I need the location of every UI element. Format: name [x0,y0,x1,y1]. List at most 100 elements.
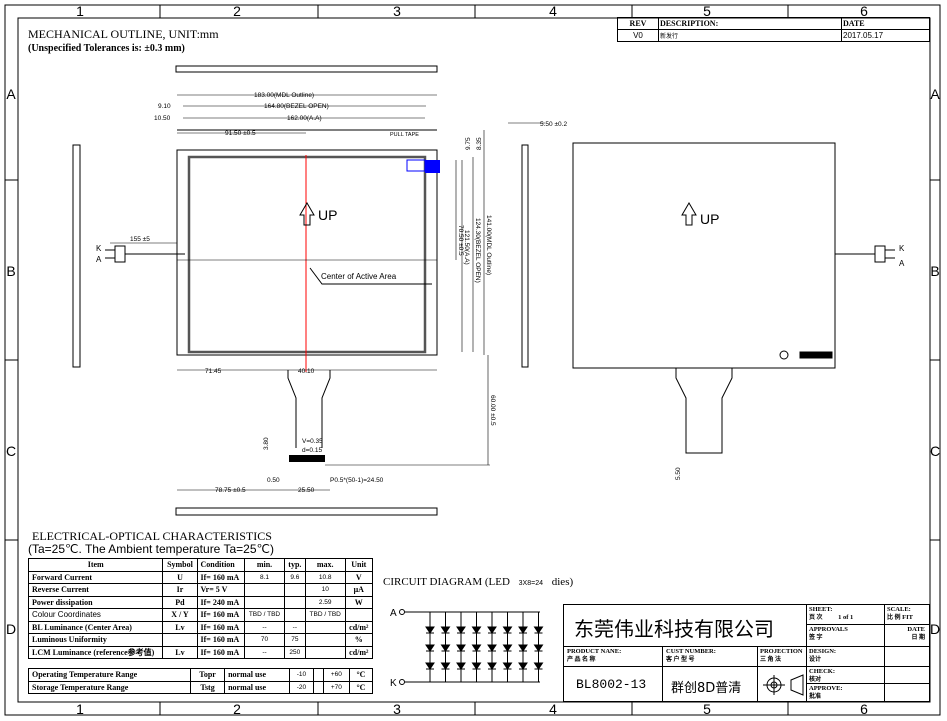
cell-min [244,583,285,597]
cell-max [304,645,346,659]
dimension-labels: 183.00(MDL Outline) 164.80(BEZEL OPEN) 1… [130,92,682,494]
dim-label: 3.80 [263,437,270,450]
cell-cond: normal use [224,668,291,682]
up-label: UP [318,207,337,223]
cell-typ: 9.6 [283,570,306,584]
circuit-config: 3X8=24 [518,580,543,587]
led-icon [533,662,544,670]
cell-min: 8.1 [244,570,285,584]
col-label: 5 [703,701,711,717]
cell-max [304,633,346,647]
col-label: 3 [393,701,401,717]
led-icon [471,662,482,670]
cell-unit: μA [344,583,374,597]
led-icon [456,644,466,652]
drawing-title: MECHANICAL OUTLINE, UNIT:mm [28,27,219,41]
cust-label-cell: CUST NUMBER:客 户 型 号 [662,646,758,667]
dimension-lines [110,94,545,491]
approvals-cn: 签 字 [809,635,823,641]
dim-label: 141.00(MDL Outline) [485,215,492,275]
description-header: DESCRIPTION: [658,17,842,30]
cell-symbol: X / Y [162,608,198,622]
back-view [572,142,895,454]
cathode-terminal [399,679,405,685]
rev-header: REV [617,17,659,30]
dim-label: 9.10 [158,103,171,110]
dim-label: 8.35 [476,137,483,150]
product-value: BL8002-13 [563,666,663,702]
cell-typ [312,668,324,682]
dim-label: 40.10 [298,368,315,375]
sheet-label: SHEET: [809,606,833,613]
cathode-label: K [390,678,397,689]
cell-unit: V [344,570,374,584]
cust-label: CUST NUMBER: [666,648,716,655]
led-icon [533,626,544,634]
frame-dividers [5,5,940,715]
col-label: 4 [549,701,557,717]
up-arrow-icon [681,202,697,226]
projection-cn: 三 角 法 [760,657,782,663]
col-label: 6 [860,701,868,717]
cell-cond: If= 240 mA [196,595,246,609]
dim-label: 124.30(BEZEL OPEN) [474,218,481,283]
pull-tape [425,160,440,173]
led-icon [518,626,528,634]
dim-label: 164.80(BEZEL OPEN) [264,103,329,110]
cell-min [244,595,285,609]
check-cell: CHECK:核对 [806,666,885,684]
a-label: A [96,255,102,264]
dim-label: 78.75 ±0.5 [215,487,246,494]
scale-cell: SCALE:比 例 FIT [884,604,930,625]
led-icon [533,644,544,652]
cell-max: 10 [304,583,346,597]
led-icon [456,626,466,634]
date-value: 2017.05.17 [841,29,930,42]
header-typ: typ. [283,558,306,572]
cell-unit [344,608,374,622]
approvals-cell: APPROVALS 签 字 [806,624,885,647]
cell-item: Forward Current [27,570,164,584]
header-unit: Unit [344,558,374,572]
k-label: K [899,244,905,253]
cell-unit: W [344,595,374,609]
dim-label: P0.5*(50-1)=24.50 [330,477,384,484]
circuit-title: CIRCUIT DIAGRAM (LED 3X8=24 dies) [383,576,573,588]
front-view [72,65,529,516]
cell-symbol: U [162,570,198,584]
cell-symbol [162,633,198,647]
cell-typ: 250 [283,645,306,659]
dim-label: V=0.35 [302,438,323,445]
cable [105,245,185,263]
cell-symbol: Topr [189,668,226,682]
dim-label: 121.50(A.A) [463,230,470,265]
col-label: 1 [76,3,84,19]
anode-label: A [390,608,397,619]
led-icon [425,662,435,670]
approvals-label: APPROVALS [809,626,848,633]
col-label: 6 [860,3,868,19]
row-label: C [6,443,16,459]
col-label: 5 [703,3,711,19]
header-symbol: Symbol [162,558,198,572]
sheet-cell: SHEET:页 次 1 of 1 [806,604,885,625]
sheet-value: 1 of 1 [838,614,854,621]
date-cn: 日 期 [911,635,925,641]
led-icon [502,626,513,634]
header-min: min. [244,558,285,572]
tolerance-note: (Unspecified Tolerances is: ±0.3 mm) [28,43,185,54]
row-label: A [930,86,940,102]
cell-max [304,620,346,634]
led-icon [425,626,435,634]
cell-unit: °C [348,680,374,694]
